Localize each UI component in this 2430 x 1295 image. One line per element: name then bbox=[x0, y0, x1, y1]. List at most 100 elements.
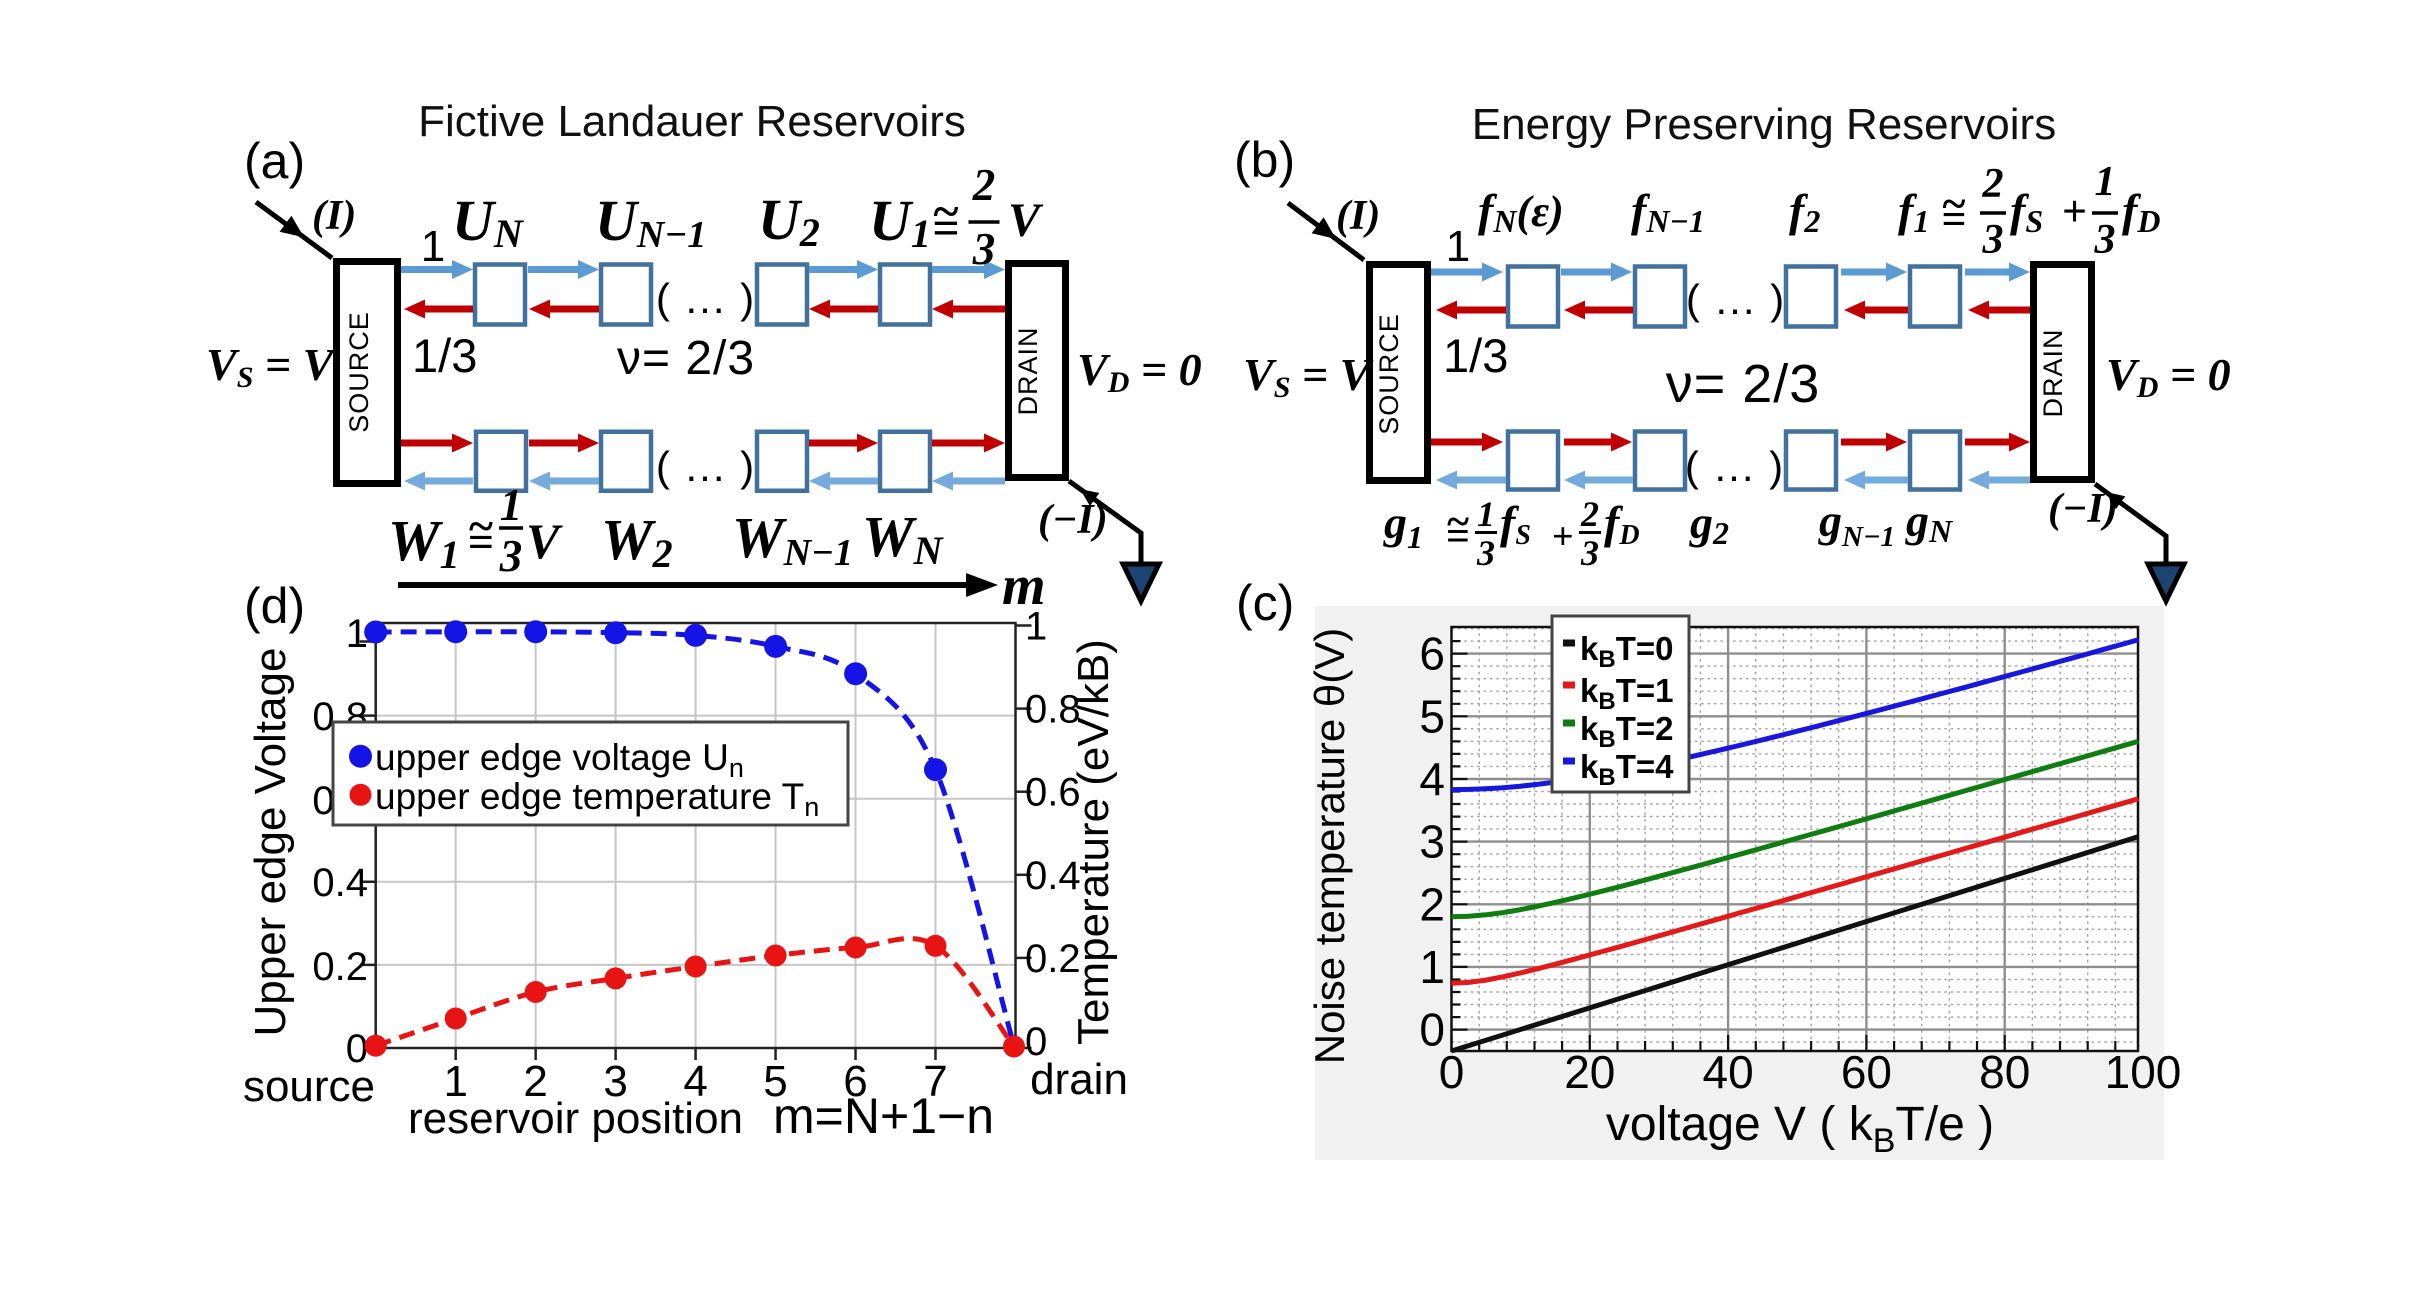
svg-text:5: 5 bbox=[1419, 690, 1445, 742]
svg-text:ν= 2/3: ν= 2/3 bbox=[1666, 354, 1821, 414]
svg-text:V: V bbox=[1008, 194, 1044, 247]
svg-text:100: 100 bbox=[2105, 1046, 2182, 1098]
svg-text:SOURCE: SOURCE bbox=[344, 311, 374, 433]
svg-text:=: = bbox=[1446, 514, 1470, 560]
svg-text:1/3: 1/3 bbox=[1443, 329, 1508, 382]
svg-text:WN−1: WN−1 bbox=[732, 505, 853, 574]
svg-text:( ... ): ( ... ) bbox=[1685, 443, 1785, 490]
svg-text:1: 1 bbox=[1419, 941, 1445, 993]
svg-text:3: 3 bbox=[2094, 217, 2116, 263]
svg-text:upper edge voltage Un: upper edge voltage Un bbox=[375, 737, 744, 783]
svg-text:(d): (d) bbox=[244, 578, 305, 634]
svg-text:2: 2 bbox=[523, 1057, 547, 1106]
svg-text:fS: fS bbox=[2010, 185, 2043, 239]
svg-text:DRAIN: DRAIN bbox=[2038, 328, 2068, 417]
svg-text:7: 7 bbox=[923, 1057, 947, 1106]
svg-text:3: 3 bbox=[1982, 217, 2004, 263]
svg-text:60: 60 bbox=[1841, 1046, 1892, 1098]
svg-text:W1: W1 bbox=[388, 508, 460, 577]
svg-text:+: + bbox=[2062, 187, 2087, 236]
svg-text:0.2: 0.2 bbox=[1025, 937, 1081, 981]
svg-text:(c): (c) bbox=[1236, 575, 1294, 631]
svg-text:WN: WN bbox=[862, 504, 945, 573]
svg-text:SOURCE: SOURCE bbox=[1374, 313, 1404, 435]
svg-text:40: 40 bbox=[1703, 1046, 1754, 1098]
svg-text:fN(ε): fN(ε) bbox=[1478, 185, 1564, 239]
svg-text:(I): (I) bbox=[312, 193, 356, 239]
svg-text:VD = 0: VD = 0 bbox=[2106, 349, 2231, 404]
svg-text:0.8: 0.8 bbox=[1025, 688, 1081, 732]
svg-text:Noise temperature θ(V): Noise temperature θ(V) bbox=[1306, 628, 1353, 1065]
svg-text:5: 5 bbox=[763, 1057, 787, 1106]
svg-text:1: 1 bbox=[1025, 605, 1047, 649]
svg-text:Fictive Landauer Reservoirs: Fictive Landauer Reservoirs bbox=[418, 97, 966, 146]
svg-text:W2: W2 bbox=[601, 507, 673, 576]
svg-text:g2: g2 bbox=[1689, 497, 1729, 551]
svg-text:f1: f1 bbox=[1898, 185, 1929, 239]
svg-text:0: 0 bbox=[1025, 1020, 1047, 1064]
svg-text:kBT=1: kBT=1 bbox=[1580, 672, 1674, 715]
svg-text:2: 2 bbox=[1982, 161, 2004, 207]
svg-text:1: 1 bbox=[500, 480, 523, 530]
svg-text:3: 3 bbox=[603, 1057, 627, 1106]
svg-text:1/3: 1/3 bbox=[412, 329, 477, 382]
svg-text:1: 1 bbox=[443, 1057, 467, 1106]
svg-text:(−I): (−I) bbox=[1038, 497, 1108, 543]
svg-text:Energy Preserving Reservoirs: Energy Preserving Reservoirs bbox=[1472, 100, 2056, 149]
svg-text:(a): (a) bbox=[244, 133, 305, 189]
svg-text:4: 4 bbox=[1419, 753, 1445, 805]
svg-text:U1: U1 bbox=[869, 188, 931, 256]
svg-text:fN−1: fN−1 bbox=[1631, 185, 1705, 239]
svg-text:(I): (I) bbox=[1336, 193, 1380, 239]
svg-text:1: 1 bbox=[1477, 494, 1495, 534]
svg-text:voltage V ( kBT/e ): voltage V ( kBT/e ) bbox=[1606, 1098, 1994, 1160]
svg-text:1: 1 bbox=[421, 222, 445, 271]
svg-text:VS = V: VS = V bbox=[206, 339, 337, 394]
svg-text:2: 2 bbox=[1419, 878, 1445, 930]
svg-text:( ... ): ( ... ) bbox=[1686, 276, 1786, 323]
svg-text:1: 1 bbox=[346, 612, 368, 656]
svg-text:3: 3 bbox=[972, 224, 996, 274]
svg-text:upper edge temperature Tn: upper edge temperature Tn bbox=[375, 776, 819, 822]
svg-text:VD = 0: VD = 0 bbox=[1077, 344, 1202, 399]
svg-text:VS = V: VS = V bbox=[1243, 349, 1374, 404]
svg-text:+: + bbox=[1552, 516, 1574, 558]
svg-text:3: 3 bbox=[1580, 533, 1599, 573]
svg-text:4: 4 bbox=[683, 1057, 707, 1106]
svg-text:source: source bbox=[243, 1062, 375, 1111]
svg-text:1: 1 bbox=[2095, 159, 2116, 205]
svg-text:=: = bbox=[468, 516, 494, 567]
svg-text:kBT=0: kBT=0 bbox=[1580, 630, 1674, 673]
svg-text:6: 6 bbox=[1419, 628, 1445, 680]
svg-text:~: ~ bbox=[1447, 499, 1469, 545]
svg-text:Upper edge Voltage: Upper edge Voltage bbox=[246, 648, 295, 1037]
svg-text:~: ~ bbox=[469, 500, 493, 551]
svg-text:U2: U2 bbox=[758, 187, 820, 255]
svg-text:~: ~ bbox=[934, 185, 959, 238]
svg-text:kBT=2: kBT=2 bbox=[1580, 710, 1674, 753]
svg-text:(b): (b) bbox=[1234, 132, 1295, 188]
svg-text:UN−1: UN−1 bbox=[595, 188, 706, 256]
svg-text:1: 1 bbox=[1446, 222, 1470, 271]
svg-text:f2: f2 bbox=[1789, 185, 1820, 239]
svg-text:gN: gN bbox=[1905, 495, 1954, 549]
svg-text:6: 6 bbox=[843, 1057, 867, 1106]
svg-text:20: 20 bbox=[1564, 1046, 1615, 1098]
svg-text:gN−1: gN−1 bbox=[1818, 495, 1895, 553]
svg-text:( ... ): ( ... ) bbox=[656, 443, 756, 490]
svg-text:m: m bbox=[1002, 555, 1046, 617]
svg-text:fD: fD bbox=[1604, 497, 1640, 551]
svg-text:0: 0 bbox=[1439, 1046, 1465, 1098]
svg-text:=: = bbox=[932, 202, 959, 255]
svg-text:~: ~ bbox=[1943, 180, 1966, 229]
svg-text:3: 3 bbox=[1419, 816, 1445, 868]
svg-text:3: 3 bbox=[499, 531, 523, 581]
svg-text:fS: fS bbox=[1500, 497, 1531, 551]
svg-text:0: 0 bbox=[346, 1027, 368, 1071]
svg-text:g1: g1 bbox=[1383, 497, 1423, 555]
svg-text:0.2: 0.2 bbox=[312, 945, 368, 989]
svg-text:UN: UN bbox=[452, 188, 525, 256]
svg-text:3: 3 bbox=[1476, 533, 1495, 573]
svg-text:80: 80 bbox=[1979, 1046, 2030, 1098]
